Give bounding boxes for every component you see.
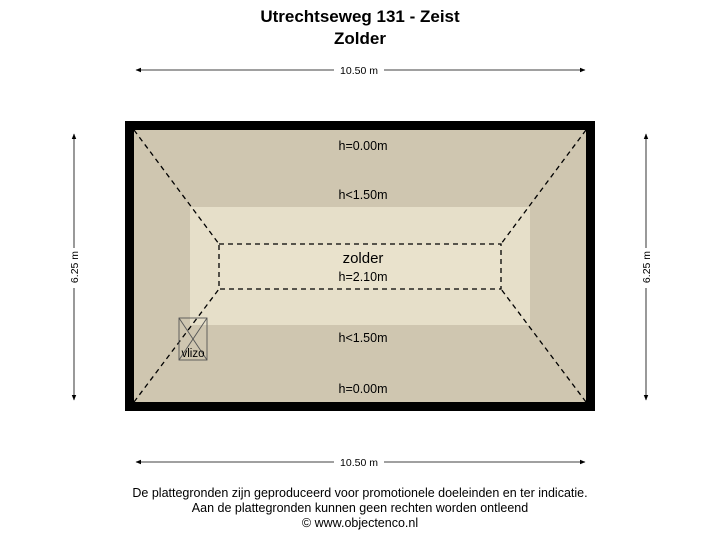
floor-high-zone	[219, 244, 501, 289]
copyright-line: © www.objectenco.nl	[301, 516, 419, 530]
height-bottom-edge-label: h=0.00m	[339, 382, 388, 396]
height-top-edge-label: h=0.00m	[339, 139, 388, 153]
attic-hatch	[178, 317, 208, 361]
dimension-left-label: 6.25 m	[69, 251, 81, 283]
hatch-label: vlizo	[181, 348, 204, 360]
dimension-right-label: 6.25 m	[641, 251, 653, 283]
height-center-label: h=2.10m	[339, 270, 388, 284]
dimension-bottom-label: 10.50 m	[340, 457, 378, 469]
dimension-top-label: 10.50 m	[340, 65, 378, 77]
disclaimer-line-2: Aan de plattegronden kunnen geen rechten…	[191, 501, 529, 515]
height-bottom-mid-label: h<1.50m	[339, 331, 388, 345]
room-name-label: zolder	[343, 250, 384, 267]
dimension-right: 6.25 m	[641, 133, 653, 401]
dimension-bottom: 10.50 m	[135, 457, 586, 469]
height-top-mid-label: h<1.50m	[339, 188, 388, 202]
roof-lines	[133, 129, 587, 403]
dimension-left: 6.25 m	[69, 133, 81, 401]
plan-address-title: Utrechtseweg 131 - Zeist	[260, 7, 460, 26]
disclaimer-line-1: De plattegronden zijn geproduceerd voor …	[132, 486, 588, 500]
floor-name-title: Zolder	[334, 29, 386, 48]
dimension-top: 10.50 m	[135, 65, 586, 77]
